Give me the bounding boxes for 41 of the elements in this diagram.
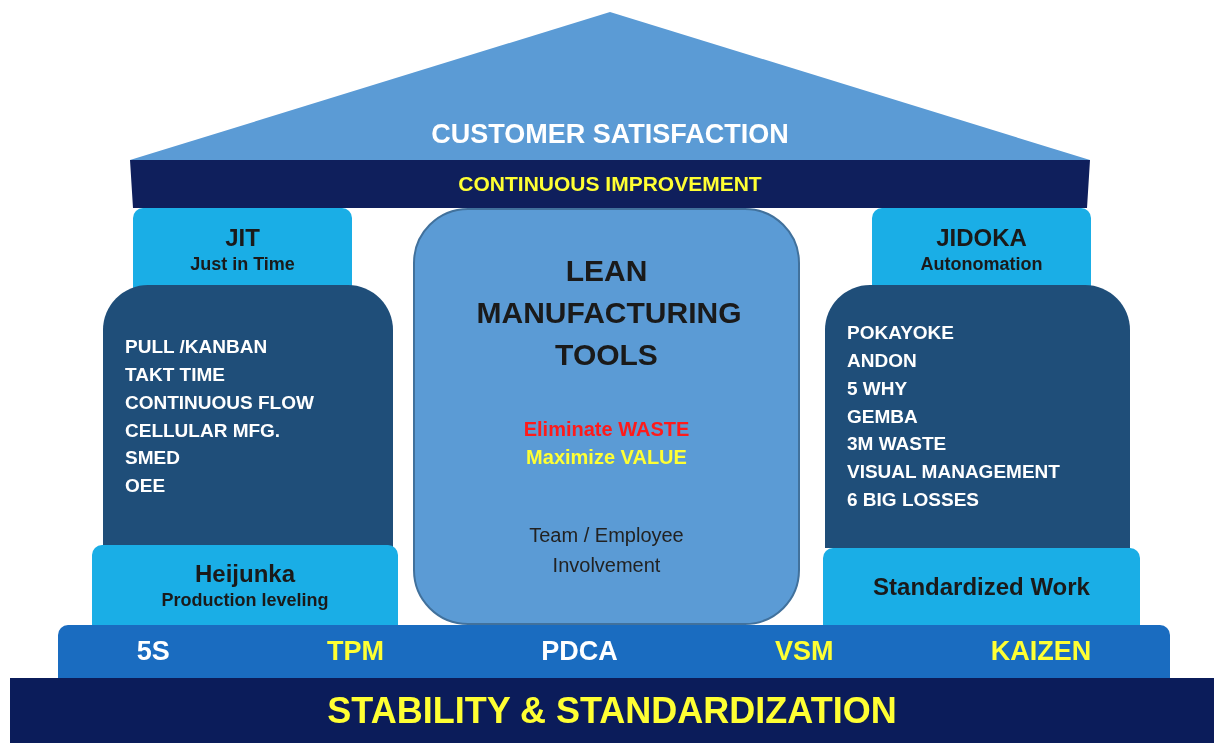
foundation-item: 5S — [136, 634, 170, 668]
base-band — [10, 678, 1214, 743]
pillar-base — [823, 548, 1140, 625]
list-item: CONTINUOUS FLOW — [125, 390, 314, 415]
list-item: ANDON — [847, 349, 917, 373]
list-item: 5 WHY — [847, 376, 908, 401]
list-item: POKAYOKE — [847, 321, 954, 346]
pillar-title: JIT — [225, 222, 260, 253]
pillar-panel — [103, 285, 393, 548]
pillar-title: JIDOKA — [936, 222, 1027, 253]
beam-band — [130, 160, 1090, 208]
panel-text: Eliminate WASTE — [523, 417, 690, 442]
foundation-band — [58, 625, 1170, 678]
center-panel — [413, 208, 800, 625]
list-item: TAKT TIME — [125, 363, 225, 387]
base-title: Heijunka — [195, 558, 295, 589]
list-item: VISUAL MANAGEMENT — [847, 460, 1060, 484]
list-item: GEMBA — [847, 404, 918, 429]
list-item: PULL /KANBAN — [125, 335, 268, 359]
foundation-item: VSM — [775, 634, 834, 668]
panel-text: Team / Employee Involvement — [528, 523, 685, 578]
list-item: OEE — [125, 474, 166, 498]
pillar-panel — [825, 285, 1130, 548]
foundation-item: KAIZEN — [990, 634, 1092, 668]
pillar-header — [133, 208, 352, 290]
panel-text: Maximize VALUE — [526, 445, 687, 470]
beam-title: CONTINUOUS IMPROVEMENT — [458, 170, 762, 197]
base-title: Production leveling — [161, 588, 329, 612]
roof-triangle — [130, 12, 1090, 160]
foundation-item: TPM — [326, 634, 384, 668]
pillar-title: Autonomation — [920, 252, 1043, 276]
foundation-item: PDCA — [541, 634, 618, 668]
base-band-title: STABILITY & STANDARDIZATION — [327, 689, 897, 733]
roof-title: CUSTOMER SATISFACTION — [431, 118, 789, 152]
pillar-base — [92, 545, 398, 625]
list-item: 3M WASTE — [847, 432, 947, 457]
base-title: Standardized Work — [873, 571, 1090, 602]
list-item: 6 BIG LOSSES — [847, 487, 979, 512]
pillar-title: Just in Time — [190, 252, 295, 276]
list-item: SMED — [125, 446, 180, 470]
list-item: CELLULAR MFG. — [125, 418, 281, 443]
